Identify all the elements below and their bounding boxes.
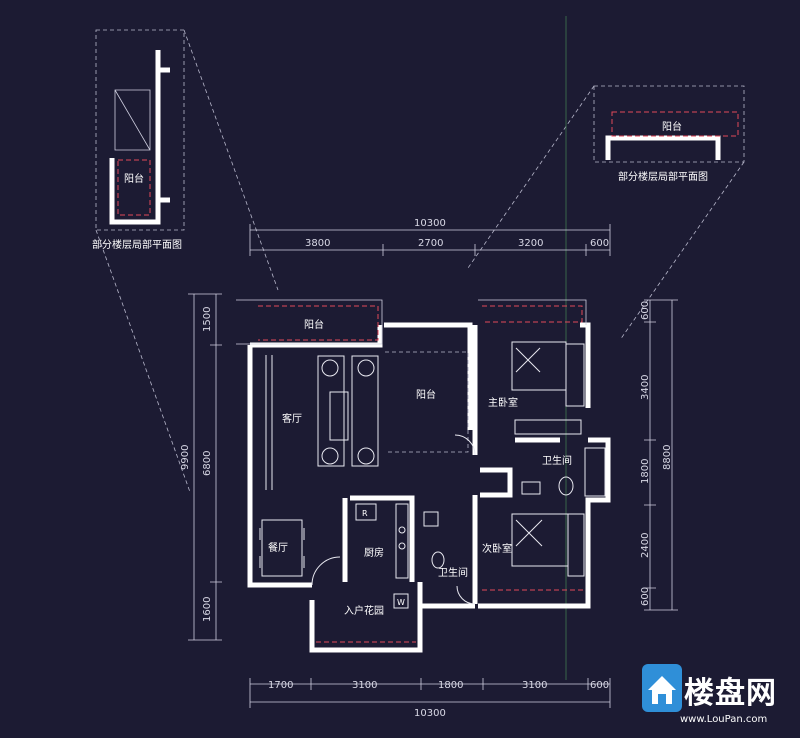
right-dim-3: 1800 xyxy=(640,459,651,484)
room-label-bathroom-small: 卫生间 xyxy=(438,566,468,579)
room-label-living-room: 客厅 xyxy=(282,412,302,425)
room-label-bathroom-master: 卫生间 xyxy=(542,454,572,467)
room-label-master-bedroom: 主卧室 xyxy=(488,396,518,409)
living-window xyxy=(265,355,273,490)
right-inset-balcony-label: 阳台 xyxy=(662,120,682,133)
armchair-bottom-left xyxy=(321,447,339,465)
left-dim-2: 6800 xyxy=(202,451,213,476)
right-total-dimension: 8800 xyxy=(662,445,673,470)
right-inset-walls xyxy=(605,111,739,160)
master-toilet xyxy=(558,476,574,496)
room-label-balcony-top: 阳台 xyxy=(304,318,324,331)
armchair-bottom-right xyxy=(357,447,375,465)
kitchen-counter xyxy=(395,503,409,579)
left-dim-3: 1600 xyxy=(202,597,213,622)
bottom-dim-1: 1700 xyxy=(268,680,293,691)
top-dim-1: 3800 xyxy=(305,238,330,249)
sofa-right xyxy=(351,355,379,467)
master-closet xyxy=(514,419,582,435)
top-dim-ticks xyxy=(249,224,611,256)
top-balcony-red xyxy=(258,305,379,341)
fridge xyxy=(355,503,377,521)
room-label-dining-room: 餐厅 xyxy=(268,541,288,554)
watermark-brand: 楼盘网 xyxy=(684,676,777,711)
right-dim-1: 600 xyxy=(640,301,651,320)
bottom-dim-5: 600 xyxy=(590,680,609,691)
stove-burner-2 xyxy=(398,542,406,550)
watermark-url: www.LouPan.com xyxy=(680,714,768,725)
main-walls xyxy=(247,322,611,653)
armchair-top-left xyxy=(321,359,339,377)
top-dim-2: 2700 xyxy=(418,238,443,249)
left-projection-line-a xyxy=(95,229,191,493)
top-total-dimension: 10300 xyxy=(414,218,446,229)
fridge-marker: R xyxy=(362,509,368,518)
mid-balcony-outline xyxy=(385,351,469,453)
balcony-door-swing xyxy=(454,434,476,456)
master-basin xyxy=(521,481,541,495)
left-inset-walls xyxy=(109,50,170,225)
dining-chairs xyxy=(259,528,305,568)
top-dim-3: 3200 xyxy=(518,238,543,249)
room-label-balcony-mid: 阳台 xyxy=(416,388,436,401)
right-projection-line-b xyxy=(619,161,745,341)
top-balcony-outline xyxy=(236,299,383,345)
room-label-kitchen: 厨房 xyxy=(364,546,384,559)
right-dim-5: 600 xyxy=(640,587,651,606)
room-label-entry-garden: 入户花园 xyxy=(344,604,384,617)
stove-burner-1 xyxy=(398,526,406,534)
bathtub xyxy=(584,447,606,497)
left-inset-balcony-label: 阳台 xyxy=(124,172,144,185)
master-wardrobe xyxy=(565,343,585,407)
washer xyxy=(393,593,409,609)
bottom-dim-ticks xyxy=(249,678,611,708)
entry-door-swing xyxy=(311,556,341,586)
house-logo-icon xyxy=(642,664,682,712)
dining-table xyxy=(261,519,303,577)
room-label-second-bedroom: 次卧室 xyxy=(482,542,512,555)
right-dim-ticks xyxy=(644,299,678,611)
bath-door-swing xyxy=(456,585,476,605)
master-balcony-outline xyxy=(478,299,587,325)
second-wardrobe xyxy=(567,513,585,577)
second-bed-sheet xyxy=(515,519,543,547)
bottom-dim-2: 3100 xyxy=(352,680,377,691)
left-dim-ticks xyxy=(188,293,222,641)
left-projection-line-b xyxy=(183,29,279,291)
right-dim-2: 3400 xyxy=(640,375,651,400)
master-balcony-red xyxy=(482,305,583,323)
washer-marker: W xyxy=(397,598,405,607)
top-dim-4: 600 xyxy=(590,238,609,249)
left-total-dimension: 9900 xyxy=(180,445,191,470)
left-dim-1: 1500 xyxy=(202,307,213,332)
coffee-table xyxy=(329,391,349,441)
bottom-dim-4: 3100 xyxy=(522,680,547,691)
watermark-logo: 楼盘网 www.LouPan.com xyxy=(640,654,800,738)
small-toilet xyxy=(431,551,445,569)
left-inset-frame xyxy=(95,29,185,231)
sofa-left xyxy=(317,355,345,467)
right-inset-frame xyxy=(593,85,745,163)
right-dim-4: 2400 xyxy=(640,533,651,558)
bottom-dim-3: 1800 xyxy=(438,680,463,691)
right-projection-line-a xyxy=(467,85,595,269)
small-basin xyxy=(423,511,439,527)
right-inset-caption: 部分楼层局部平面图 xyxy=(618,170,708,183)
left-inset-caption: 部分楼层局部平面图 xyxy=(92,238,182,251)
armchair-top-right xyxy=(357,359,375,377)
master-bed-sheet xyxy=(515,347,541,373)
bottom-total-dimension: 10300 xyxy=(414,708,446,719)
